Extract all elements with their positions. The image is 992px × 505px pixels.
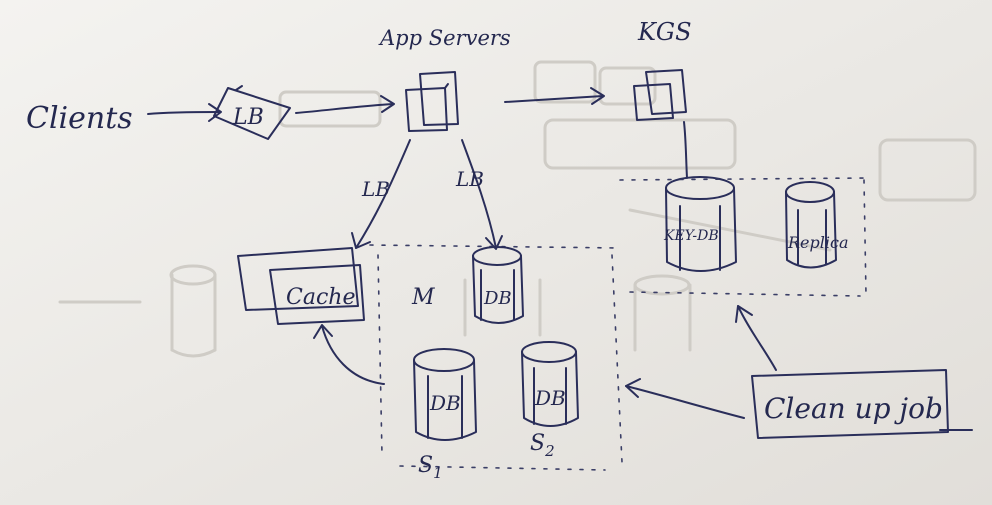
replica-node: Replica xyxy=(785,181,849,269)
key-db-node: KEY-DB xyxy=(663,176,737,272)
kgs-cluster-boundary xyxy=(619,177,867,297)
arrow-app-to-db-master: LB xyxy=(455,139,503,250)
lb-label: LB xyxy=(232,105,264,130)
bleed-through-marks xyxy=(58,60,977,358)
kgs-node: KGS xyxy=(633,18,692,121)
app-servers-node: App Servers xyxy=(378,26,511,132)
load-balancer-node: LB xyxy=(213,85,291,140)
arrow-db-to-cache xyxy=(313,324,385,385)
db-slave-s2-node: DB S2 xyxy=(521,341,579,460)
arrow-app-to-kgs xyxy=(504,87,605,105)
db-cluster-boundary xyxy=(369,244,623,471)
cleanup-label: Clean up job xyxy=(764,392,943,425)
db-s1-label: DB xyxy=(429,391,461,415)
master-label: M xyxy=(411,285,435,310)
cleanup-job-node: Clean up job xyxy=(751,369,973,439)
kgs-title: KGS xyxy=(637,18,692,46)
s2-label: S2 xyxy=(530,431,555,460)
db-master-label: DB xyxy=(483,288,512,309)
lb-left-label: LB xyxy=(361,177,390,201)
arrow-cleanup-to-db-cluster xyxy=(625,378,745,419)
clients-label: Clients xyxy=(26,101,133,136)
lb-right-label: LB xyxy=(455,167,484,191)
arrow-lb-to-app-servers xyxy=(295,95,395,114)
db-s2-label: DB xyxy=(534,386,566,410)
arrow-clients-to-lb xyxy=(147,103,222,122)
cache-node: Cache xyxy=(237,247,365,325)
arrow-app-to-cache: LB xyxy=(351,139,411,249)
key-db-label: KEY-DB xyxy=(663,228,719,244)
s1-label: S1 xyxy=(418,453,443,482)
clients-node: Clients xyxy=(26,101,133,136)
replica-label: Replica xyxy=(787,233,849,252)
kgs-to-keydb-line xyxy=(683,121,688,179)
cache-label: Cache xyxy=(286,285,355,310)
app-servers-title: App Servers xyxy=(378,26,511,50)
db-master-node: M DB xyxy=(411,246,524,324)
db-slave-s1-node: DB S1 xyxy=(413,348,477,482)
arrow-cleanup-to-key-db xyxy=(735,305,777,371)
